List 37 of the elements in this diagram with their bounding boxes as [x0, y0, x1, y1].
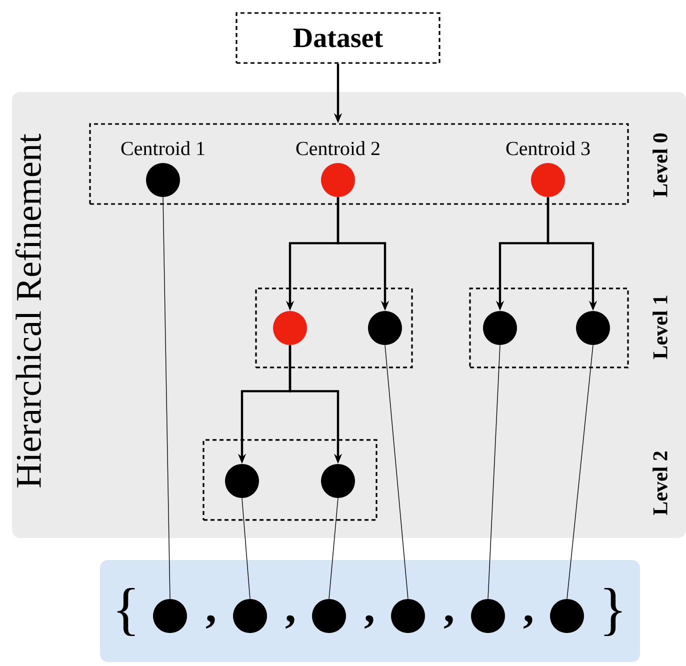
connector-line	[488, 344, 500, 600]
level-box	[255, 288, 413, 368]
level-box	[469, 288, 629, 368]
centroid-dot	[153, 598, 187, 633]
centroid-dot	[225, 464, 259, 498]
node-label: Centroid 1	[121, 141, 204, 156]
centroid-dot	[233, 598, 267, 633]
comma: ,	[444, 615, 453, 629]
comma: ,	[524, 615, 532, 629]
connector-line	[328, 498, 338, 600]
level-label: Level 2	[652, 452, 668, 515]
dataset-box: Dataset	[236, 12, 440, 64]
comma: ,	[206, 615, 215, 629]
comma: ,	[364, 615, 374, 629]
node-label: Centroid 2	[296, 141, 380, 156]
centroid-dot	[312, 598, 346, 633]
level-label: Level 1	[652, 296, 668, 359]
brace: }	[604, 588, 622, 636]
centroid-dot	[471, 598, 505, 633]
centroid-dot	[321, 464, 355, 498]
connector-line	[162, 196, 170, 600]
centroid-dot	[368, 310, 402, 345]
connector-line	[566, 344, 594, 600]
level-box	[202, 439, 378, 521]
connector-line	[384, 344, 408, 600]
brace: {	[117, 588, 135, 636]
centroid-dot	[483, 310, 517, 345]
centroid-dot	[273, 310, 307, 345]
comma: ,	[286, 615, 294, 629]
centroid-dot	[391, 598, 425, 633]
set-panel	[100, 560, 640, 662]
centroid-dot	[550, 598, 584, 633]
connector-line	[242, 498, 250, 600]
centroid-dot	[576, 310, 610, 345]
level-box	[89, 123, 629, 205]
node-label: Centroid 3	[506, 141, 590, 156]
level-label: Level 0	[652, 133, 668, 197]
